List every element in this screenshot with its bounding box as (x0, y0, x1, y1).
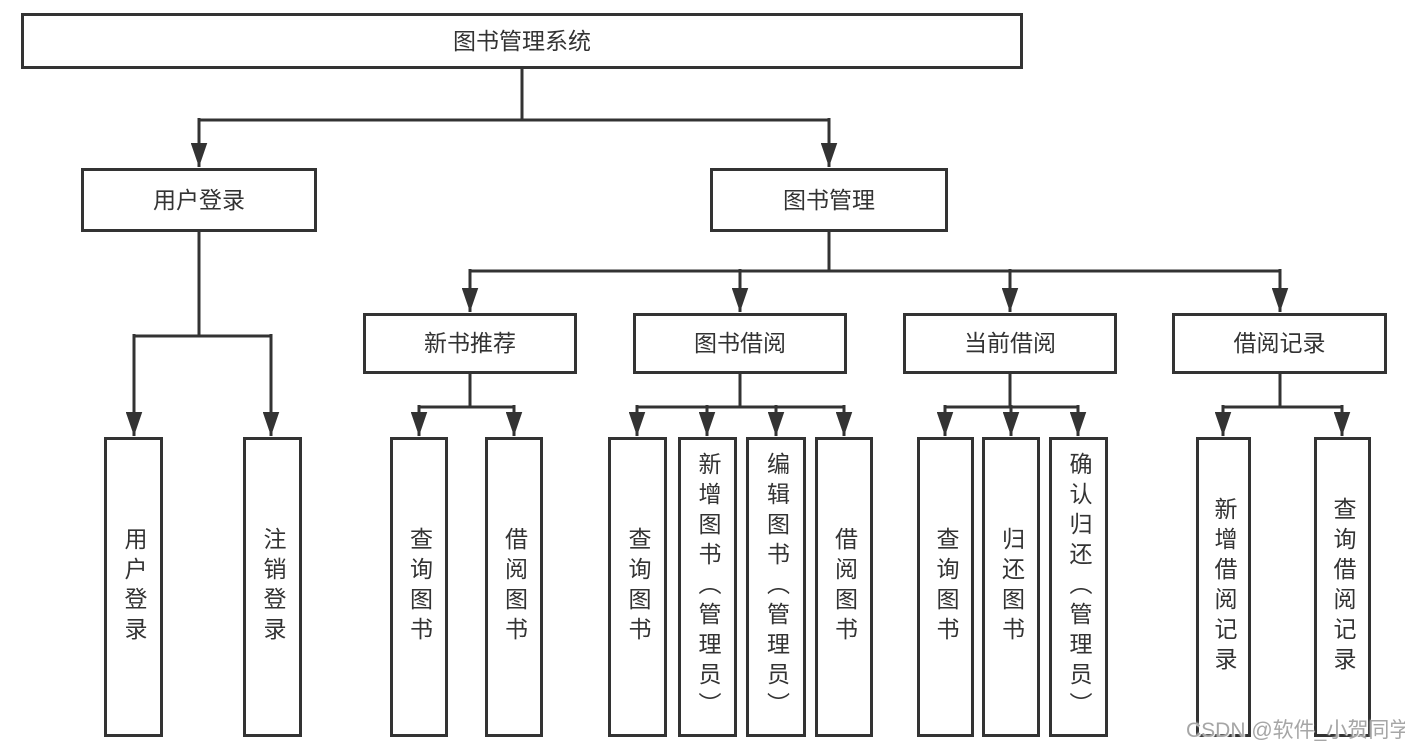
node-query-books-current: 查询图书 (917, 437, 974, 737)
node-user-login: 用户登录 (81, 168, 317, 232)
node-query-books-borrow: 查询图书 (608, 437, 667, 737)
node-query-books-recommend: 查询图书 (390, 437, 448, 737)
node-add-books-admin: 新增图书（管理员） (678, 437, 737, 737)
node-book-borrow: 图书借阅 (633, 313, 847, 374)
node-library-management-system: 图书管理系统 (21, 13, 1023, 69)
node-current-borrow: 当前借阅 (903, 313, 1117, 374)
node-add-borrow-record: 新增借阅记录 (1196, 437, 1251, 737)
node-edit-books-admin: 编辑图书（管理员） (746, 437, 806, 737)
node-new-book-recommend: 新书推荐 (363, 313, 577, 374)
node-borrow-books-leaf: 借阅图书 (815, 437, 873, 737)
node-user-login-leaf: 用户登录 (104, 437, 163, 737)
node-borrow-records: 借阅记录 (1172, 313, 1387, 374)
node-query-borrow-record: 查询借阅记录 (1314, 437, 1371, 737)
node-book-management: 图书管理 (710, 168, 948, 232)
node-logout-leaf: 注销登录 (243, 437, 302, 737)
node-return-books: 归还图书 (982, 437, 1040, 737)
node-confirm-return-admin: 确认归还（管理员） (1049, 437, 1108, 737)
csdn-watermark: CSDN @软件_小贺同学 (1186, 719, 1405, 742)
node-borrow-books-recommend: 借阅图书 (485, 437, 543, 737)
